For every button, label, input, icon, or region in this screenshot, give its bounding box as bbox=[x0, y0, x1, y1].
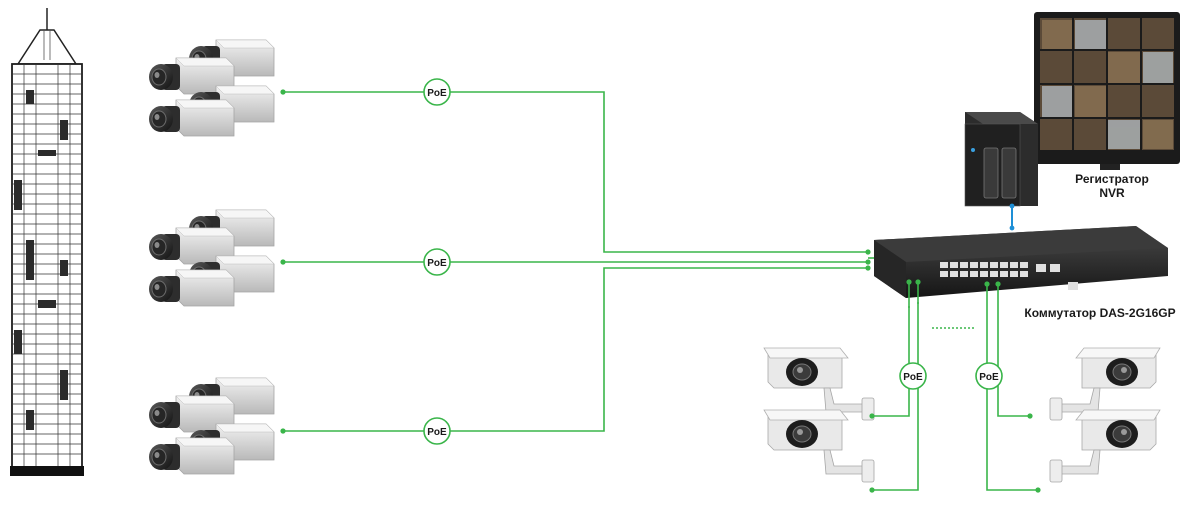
nvr-label: Регистратор NVR bbox=[1066, 172, 1158, 200]
outdoor-camera-right-top bbox=[1049, 347, 1161, 421]
svg-text:PoE: PoE bbox=[427, 258, 447, 269]
box-camera-group-1 bbox=[148, 39, 275, 137]
poe-badge-5: PoE bbox=[975, 362, 1003, 390]
skyscraper-icon bbox=[10, 8, 84, 476]
svg-text:PoE: PoE bbox=[979, 372, 999, 383]
cable-endpoints bbox=[280, 89, 1041, 493]
nvr-recorder-icon bbox=[964, 112, 1038, 207]
svg-text:PoE: PoE bbox=[427, 427, 447, 438]
svg-text:PoE: PoE bbox=[427, 88, 447, 99]
switch-label: Коммутатор DAS-2G16GP bbox=[1024, 306, 1176, 320]
svg-text:PoE: PoE bbox=[903, 372, 923, 383]
outdoor-camera-left-bottom bbox=[763, 409, 875, 483]
poe-badge-3: PoE bbox=[423, 417, 451, 445]
cctv-monitor-icon bbox=[1034, 12, 1180, 170]
network-switch-icon bbox=[874, 226, 1168, 298]
nvr-label-line1: Регистратор bbox=[1075, 172, 1149, 186]
outdoor-camera-left-top bbox=[763, 347, 875, 421]
box-camera-group-2 bbox=[148, 209, 275, 307]
box-camera-group-3 bbox=[148, 377, 275, 475]
poe-badge-1: PoE bbox=[423, 78, 451, 106]
nvr-label-line2: NVR bbox=[1099, 186, 1125, 200]
poe-badge-2: PoE bbox=[423, 248, 451, 276]
outdoor-camera-right-bottom bbox=[1049, 409, 1161, 483]
poe-badge-4: PoE bbox=[899, 362, 927, 390]
